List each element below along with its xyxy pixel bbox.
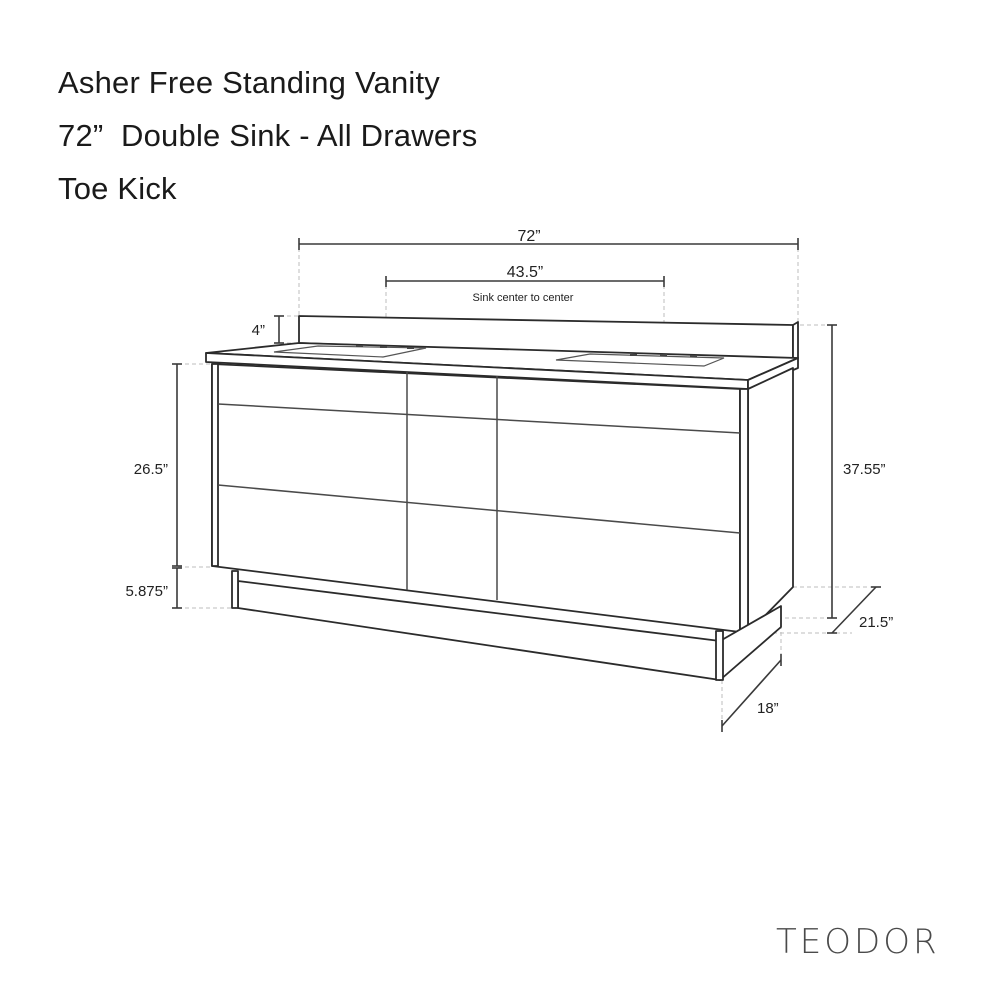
faucet-hole bbox=[690, 355, 697, 357]
faucet-hole bbox=[407, 347, 414, 349]
toe-kick-depth-label: 18” bbox=[757, 700, 779, 717]
dimension-lines bbox=[172, 238, 881, 732]
brand-logo: TEODOR bbox=[776, 922, 940, 962]
leg-front-left bbox=[231, 570, 239, 609]
title-base-type: Toe Kick bbox=[58, 171, 177, 206]
faucet-hole bbox=[380, 346, 387, 348]
countertop-side-edge bbox=[747, 357, 799, 390]
faucet-hole bbox=[356, 345, 363, 347]
drawer-lines bbox=[217, 372, 741, 600]
overall-depth-label: 21.5” bbox=[859, 614, 893, 631]
cabinet-height-label: 26.5” bbox=[134, 461, 168, 478]
faucet-hole bbox=[630, 354, 637, 356]
title-block: Asher Free Standing Vanity 72” Double Si… bbox=[58, 56, 478, 215]
backsplash-height-label: 4” bbox=[252, 322, 265, 339]
sink-right bbox=[555, 353, 725, 367]
backsplash-end bbox=[792, 321, 799, 362]
drawer-row-line-2 bbox=[217, 484, 741, 534]
overall-width-label: 72” bbox=[517, 228, 540, 245]
leg-front-right bbox=[715, 630, 724, 681]
cabinet-right-edge bbox=[739, 388, 749, 634]
sinks bbox=[273, 345, 725, 367]
sink-cc-caption: Sink center to center bbox=[473, 292, 574, 304]
toe-kick-depth-dim-line bbox=[721, 659, 782, 727]
sink-left bbox=[273, 345, 427, 358]
vanity-body bbox=[205, 315, 799, 681]
overall-height-label: 37.55” bbox=[843, 461, 886, 478]
cabinet-left-edge bbox=[211, 363, 219, 567]
title-configuration: 72” Double Sink - All Drawers bbox=[58, 118, 478, 153]
sink-cc-label: 43.5” bbox=[507, 264, 543, 281]
title-product-name: Asher Free Standing Vanity bbox=[58, 65, 440, 100]
cabinet-side-panel bbox=[747, 367, 794, 634]
faucet-holes bbox=[356, 345, 697, 357]
depth-dim-line bbox=[831, 586, 877, 634]
drawer-row-line-1 bbox=[217, 403, 741, 434]
toe-kick-height-label: 5.875” bbox=[125, 583, 168, 600]
faucet-hole bbox=[660, 354, 667, 356]
